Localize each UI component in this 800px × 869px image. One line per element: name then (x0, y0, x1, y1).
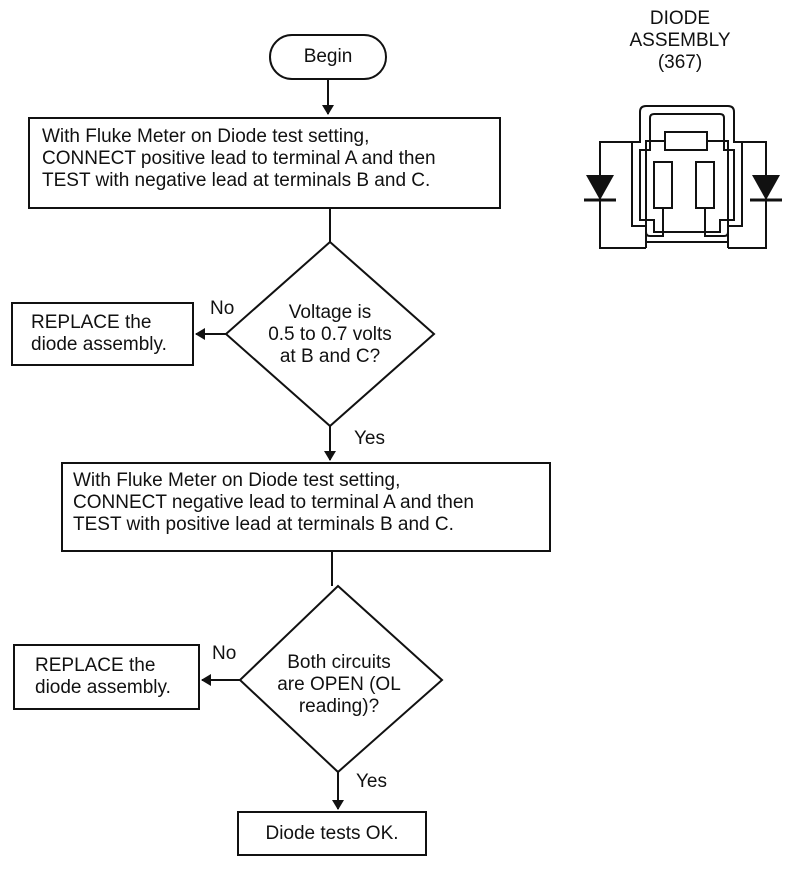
replace2-line-1: REPLACE the (35, 655, 156, 676)
replace2-line-2: diode assembly. (35, 677, 171, 698)
decision2-line-3: reading)? (298, 696, 380, 717)
decision2-yes-label: Yes (356, 771, 387, 792)
replace2-box: REPLACE the diode assembly. (13, 644, 200, 710)
decision1-yes-label: Yes (354, 428, 385, 449)
decision2-line-2: are OPEN (OL (277, 674, 401, 695)
diode-assembly-title-line-3: (367) (657, 52, 703, 73)
replace1-box: REPLACE the diode assembly. (11, 302, 194, 366)
end-label: Diode tests OK. (265, 823, 399, 844)
terminal-left (653, 161, 673, 209)
terminal-right (695, 161, 715, 209)
diode-symbol-right (750, 175, 782, 202)
step2-line-3: TEST with positive lead at terminals B a… (73, 514, 454, 535)
step2-line-1: With Fluke Meter on Diode test setting, (73, 470, 401, 491)
replace1-line-2: diode assembly. (31, 334, 167, 355)
step2-box: With Fluke Meter on Diode test setting, … (61, 462, 551, 552)
diode-assembly-title: DIODE ASSEMBLY (367) (600, 8, 760, 74)
diode-assembly-drawing (584, 105, 782, 249)
diode-assembly-title-line-1: DIODE (649, 8, 711, 29)
end-box: Diode tests OK. (237, 811, 427, 856)
diode-assembly-title-line-2: ASSEMBLY (629, 30, 731, 51)
connector-housing-outer (631, 105, 743, 243)
diode-symbol-left (584, 175, 616, 202)
decision2-question: Both circuits are OPEN (OL reading)? (252, 652, 426, 718)
decision1-line-1: Voltage is (288, 302, 372, 323)
step1-line-1: With Fluke Meter on Diode test setting, (42, 126, 370, 147)
step2-line-2: CONNECT negative lead to terminal A and … (73, 492, 474, 513)
decision1-line-2: 0.5 to 0.7 volts (268, 324, 392, 345)
connector-housing-inner (639, 113, 735, 233)
decision1-no-label: No (210, 298, 235, 319)
step1-line-2: CONNECT positive lead to terminal A and … (42, 148, 436, 169)
resistor-element (664, 131, 708, 151)
decision1-question: Voltage is 0.5 to 0.7 volts at B and C? (240, 302, 420, 368)
decision1-line-3: at B and C? (279, 346, 381, 367)
decision2-no-label: No (212, 643, 237, 664)
decision2-line-1: Both circuits (287, 652, 391, 673)
step1-line-3: TEST with negative lead at terminals B a… (42, 170, 431, 191)
replace1-line-1: REPLACE the (31, 312, 152, 333)
begin-label: Begin (303, 46, 353, 67)
step1-box: With Fluke Meter on Diode test setting, … (28, 117, 501, 209)
